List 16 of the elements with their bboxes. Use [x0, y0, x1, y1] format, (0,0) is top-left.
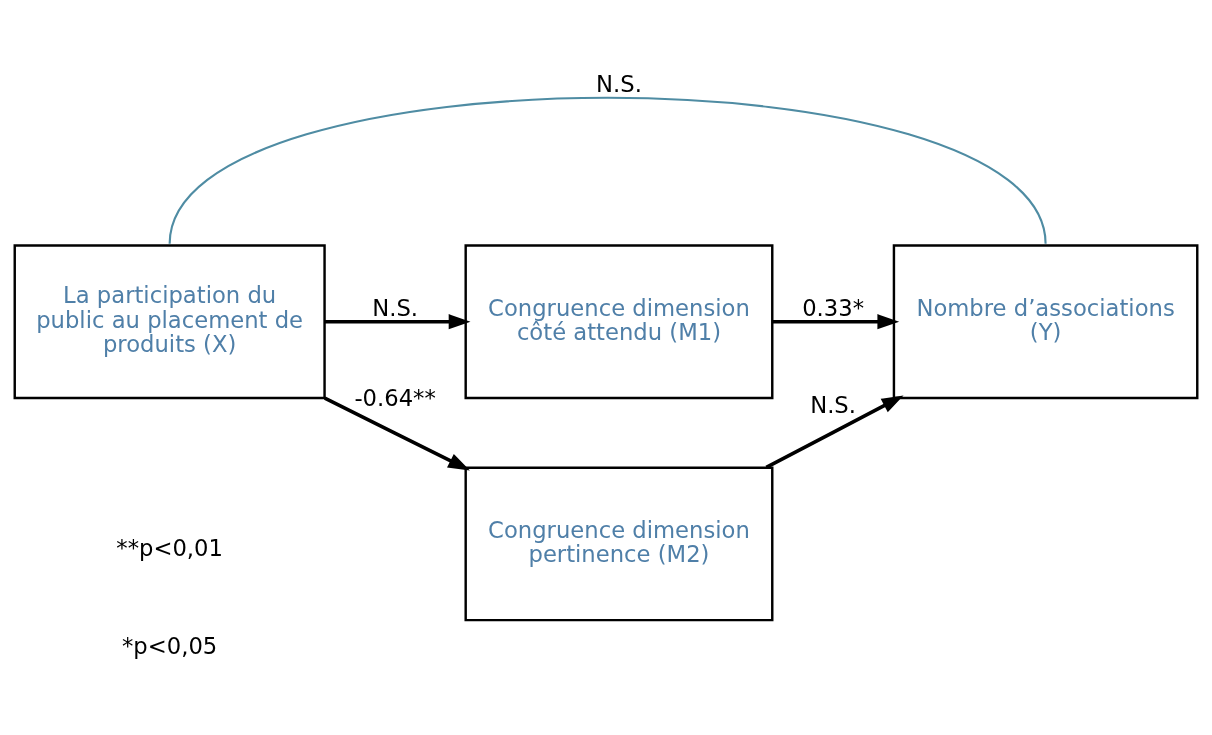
connector [168, 96, 1047, 245]
arrow [324, 396, 470, 471]
node-box: Nombre d’associations (Y) [892, 244, 1199, 400]
node-box: La participation du public au placement de produits (X) [13, 244, 326, 400]
edge-label: N.S. [596, 70, 642, 97]
node-box: Congruence dimension pertinence (M2) [464, 466, 774, 622]
arrow [765, 395, 904, 469]
edge-label: -0.64** [354, 385, 436, 412]
edge-label: 0.33* [802, 294, 865, 321]
label: *p<0,05 [122, 632, 218, 659]
node-box: Congruence dimension côté attendu (M1) [464, 244, 774, 400]
edge-label: N.S. [372, 294, 419, 321]
edge-label: N.S. [810, 391, 856, 418]
arrow [772, 314, 900, 330]
arrow [324, 314, 471, 330]
label: **p<0,01 [116, 535, 223, 562]
